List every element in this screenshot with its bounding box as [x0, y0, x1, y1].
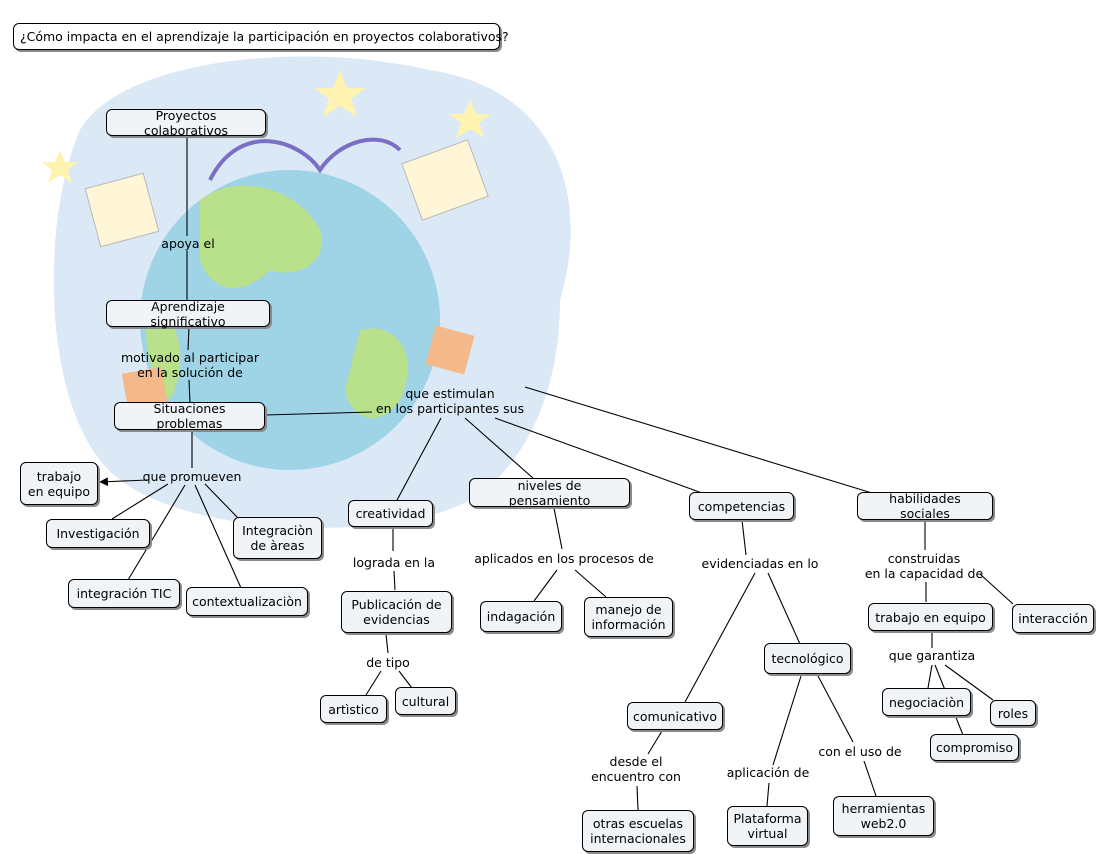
node-tecnologico[interactable]: tecnológico [764, 643, 851, 674]
map-title: ¿Cómo impacta en el aprendizaje la parti… [13, 23, 509, 50]
link-aplicados: aplicados en los procesos de [474, 551, 654, 566]
node-manejo-informacion[interactable]: manejo de información [584, 597, 673, 637]
link-motivado: motivado al participar en la solución de [120, 350, 260, 380]
node-trabajo-en-equipo-1[interactable]: trabajo en equipo [20, 462, 98, 505]
node-roles[interactable]: roles [990, 700, 1036, 726]
link-evidenciadas: evidenciadas en lo [701, 556, 819, 571]
node-situaciones-problemas[interactable]: Situaciones problemas [114, 401, 265, 431]
node-integracion-tic[interactable]: integración TIC [68, 579, 180, 608]
node-plataforma-virtual[interactable]: Plataforma virtual [727, 806, 808, 846]
link-que-garantiza: que garantiza [888, 648, 976, 663]
node-indagacion[interactable]: indagación [480, 601, 562, 632]
link-construidas: construidas en la capacidad de [864, 551, 984, 581]
node-compromiso[interactable]: compromiso [930, 734, 1019, 761]
link-desde-el: desde el encuentro con [591, 754, 681, 784]
link-que-estimulan: que estimulan en los participantes sus [375, 386, 525, 416]
node-contextualizacion[interactable]: contextualizaciòn [186, 587, 308, 616]
node-competencias[interactable]: competencias [689, 492, 794, 520]
node-trabajo-en-equipo-2[interactable]: trabajo en equipo [868, 603, 993, 631]
node-negociacion[interactable]: negociaciòn [882, 688, 971, 716]
node-habilidades-sociales[interactable]: habilidades sociales [857, 491, 993, 521]
link-de-tipo: de tipo [366, 655, 410, 670]
link-lograda: lograda en la [352, 555, 436, 570]
node-creatividad[interactable]: creatividad [348, 500, 433, 527]
node-comunicativo[interactable]: comunicativo [627, 702, 723, 730]
link-apoya-el: apoya el [161, 236, 215, 251]
node-niveles-pensamiento[interactable]: niveles de pensamiento [469, 478, 630, 508]
node-cultural[interactable]: cultural [395, 687, 456, 715]
link-que-promueven: que promueven [142, 469, 242, 484]
node-otras-escuelas[interactable]: otras escuelas internacionales [582, 810, 694, 852]
node-aprendizaje-significativo[interactable]: Aprendizaje significativo [106, 299, 270, 329]
link-aplicacion-de: aplicación de [726, 765, 810, 780]
link-con-el-uso: con el uso de [818, 744, 902, 759]
node-interaccion[interactable]: interacción [1012, 604, 1094, 633]
node-artistico[interactable]: artìstico [320, 695, 387, 723]
node-publicacion-evidencias[interactable]: Publicación de evidencias [341, 591, 452, 633]
node-investigacion[interactable]: Investigación [46, 519, 150, 548]
node-herramientas-web[interactable]: herramientas web2.0 [833, 796, 934, 836]
node-proyectos-colaborativos[interactable]: Proyectos colaborativos [106, 108, 266, 138]
node-integracion-areas[interactable]: Integraciòn de àreas [233, 517, 322, 559]
